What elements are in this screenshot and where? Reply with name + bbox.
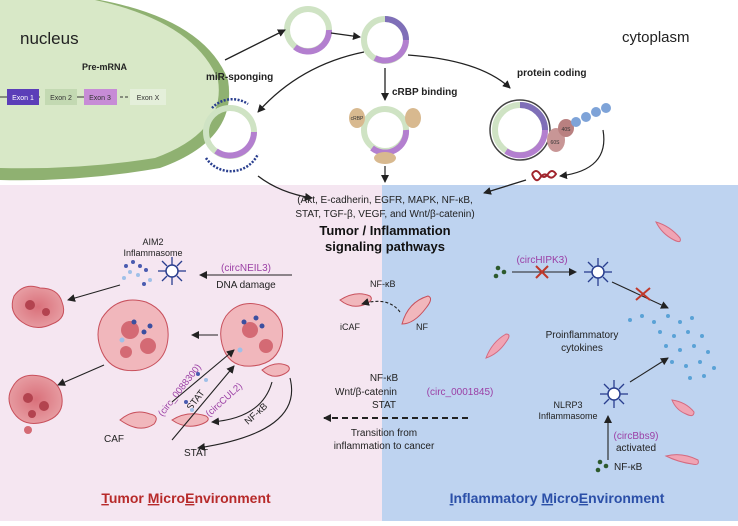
circrna-2 xyxy=(361,16,409,64)
protein-coding-circrna xyxy=(489,99,611,161)
dna-damage-label: DNA damage xyxy=(216,280,276,291)
nucleus-label: nucleus xyxy=(20,29,79,48)
arrow-inflammasome-to-cytokines xyxy=(611,281,669,309)
tumor-cluster-left-top xyxy=(11,285,65,328)
mir-sponge-circrna xyxy=(203,97,260,173)
pathways-title-line-1: Tumor / Inflammation xyxy=(319,223,450,238)
arrow-caf-to-tumor xyxy=(171,365,235,441)
circhipk3-label: (circHIPK3) xyxy=(516,255,567,266)
nlrp3-inflammasome-icon xyxy=(600,380,628,408)
nfkb-top-label: NF-κB xyxy=(370,279,396,289)
pre-mrna-label: Pre-mRNA xyxy=(82,62,128,72)
pathways-title-line-2: signaling pathways xyxy=(325,239,445,254)
exon-x-label: Exon X xyxy=(137,95,160,102)
caf-label: CAF xyxy=(104,434,124,445)
exon-3-box xyxy=(84,89,117,105)
inhibition-x-icon-2 xyxy=(635,287,651,301)
transition-stat-label: STAT xyxy=(372,400,396,411)
tumor-cluster-left-bottom xyxy=(8,374,63,434)
transition-label-1: Transition from xyxy=(351,428,417,439)
ime-dots-left xyxy=(493,265,507,279)
cytokines-label: cytokines xyxy=(561,343,603,354)
activated-label: activated xyxy=(616,443,656,454)
nlrp3-inflammasome-label: Inflammasome xyxy=(538,411,597,421)
exon-x-box xyxy=(130,89,166,105)
circrna-1 xyxy=(284,6,333,55)
exon-2-label: Exon 2 xyxy=(50,95,72,102)
circ-0001845-label: (circ_0001845) xyxy=(427,387,494,398)
tme-title: Tumor MicroEnvironment xyxy=(101,490,271,506)
exon-3-label: Exon 3 xyxy=(89,95,111,102)
arrow-to-tumor-1 xyxy=(67,284,121,302)
arrow-to-mir-sponging xyxy=(257,51,365,113)
crbp-protein-label: cRBP xyxy=(351,116,364,122)
arrow-nlrp3-to-cytokines xyxy=(629,357,669,383)
protein-coding-label: protein coding xyxy=(517,68,586,79)
caf-cell xyxy=(119,363,290,429)
tme-cytokine-dots xyxy=(184,372,208,412)
cytoplasm-label: cytoplasm xyxy=(622,29,690,46)
arrow-to-protein-coding xyxy=(407,54,511,89)
arrow-mir-to-pathways xyxy=(257,175,313,201)
aim2-label: AIM2 xyxy=(142,237,163,247)
pathways-list-line-2: STAT, TGF-β, VEGF, and Wnt/β-catenin) xyxy=(295,209,474,220)
fibroblast-cells-ime xyxy=(485,221,699,465)
nf-cell xyxy=(401,295,432,325)
cytokine-dots-ime xyxy=(628,314,716,380)
arrow-to-tumor-2 xyxy=(57,364,105,386)
exon-1-box xyxy=(7,89,39,105)
inhibition-x-icon-1 xyxy=(535,265,549,279)
nf-label: NF xyxy=(416,322,428,332)
arrow-circcul2 xyxy=(211,381,273,426)
ime-dots-bottom xyxy=(595,459,609,473)
crbp-binding-label: cRBP binding xyxy=(392,87,457,98)
mir-sponging-label: miR-sponging xyxy=(206,72,273,83)
arrow-protein-to-pathways xyxy=(483,179,527,195)
transition-wnt-label: Wnt/β-catenin xyxy=(335,387,397,398)
arrow-circ1-to-circ2 xyxy=(330,32,361,41)
tumor-cells-center xyxy=(97,299,284,372)
exon-2-box xyxy=(45,89,77,105)
circbbs9-label: (circBbs9) xyxy=(613,431,658,442)
crbp-circrna xyxy=(349,106,421,164)
coded-protein-icon xyxy=(531,170,558,182)
ime-title: Inflammatory MicroEnvironment xyxy=(450,490,665,506)
ribosome-60s-label: 60S xyxy=(551,140,561,146)
arrow-nf-to-icaf xyxy=(361,298,401,313)
inflammasome-icon-top xyxy=(584,258,612,286)
nfkb-ime-label: NF-κB xyxy=(614,462,643,473)
circneil3-label: (circNEIL3) xyxy=(221,263,271,274)
arrow-stat-to-caf xyxy=(197,377,293,451)
aim2-cytokine-dots xyxy=(122,260,152,286)
transition-label-2: inflammation to cancer xyxy=(334,441,435,452)
arrow-nucleus-to-circ xyxy=(224,29,286,61)
nlrp3-label: NLRP3 xyxy=(553,400,582,410)
arrow-circ0088300 xyxy=(171,349,235,403)
tumor-microenvironment-region xyxy=(0,185,382,521)
arrow-to-protein xyxy=(559,129,605,180)
ribosome-40s-label: 40S xyxy=(562,127,572,133)
icaf-label: iCAF xyxy=(340,322,361,332)
aim2-inflammasome-label: Inflammasome xyxy=(123,248,182,258)
stat-label-b: STAT xyxy=(184,448,208,459)
transition-nfkb-label: NF-κB xyxy=(370,373,399,384)
proinflammatory-label: Proinflammatory xyxy=(546,330,619,341)
exon-1-label: Exon 1 xyxy=(12,95,34,102)
pathways-list-line-1: (Akt, E-cadherin, EGFR, MAPK, NF-κB, xyxy=(297,195,473,206)
aim2-inflammasome-icon xyxy=(158,257,186,285)
